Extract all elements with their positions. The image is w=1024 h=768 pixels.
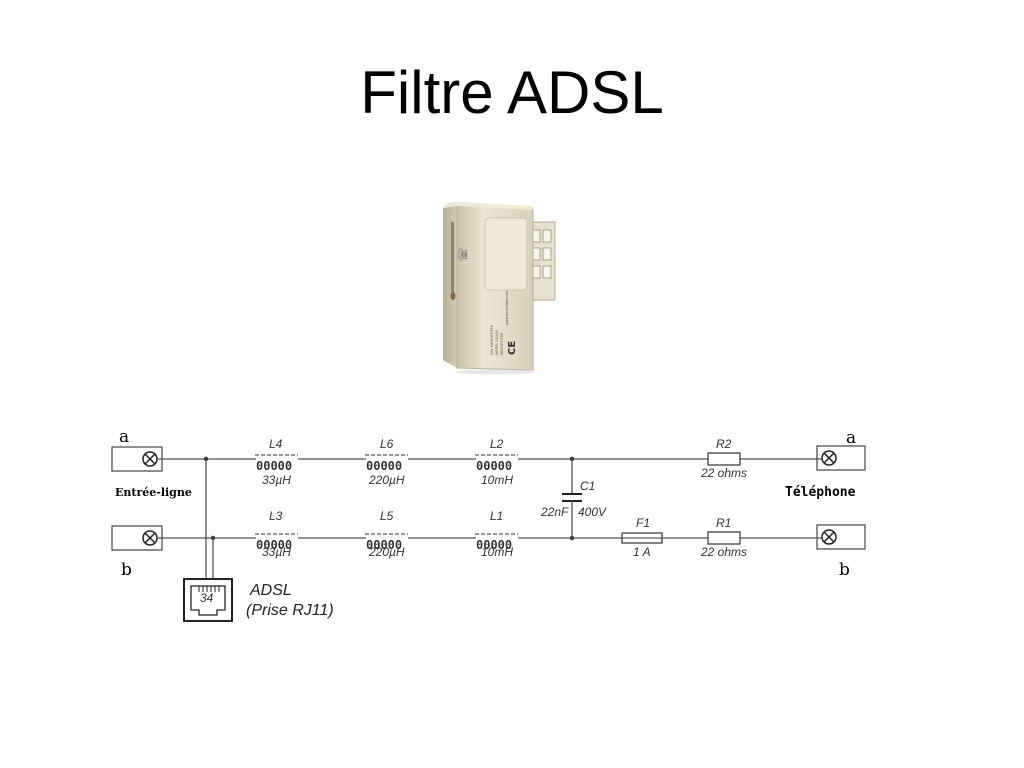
inductor-l3: 00000 — [255, 533, 298, 552]
telephone-label: Téléphone — [785, 485, 856, 500]
right-terminal-b — [816, 524, 866, 550]
left-terminal-b — [111, 525, 163, 551]
terminal-label-right-b: b — [839, 560, 850, 580]
r2-value: 22 ohms — [700, 466, 747, 480]
slide-title: Filtre ADSL — [360, 59, 664, 126]
r2-name: R2 — [716, 437, 732, 451]
resistor-r1 — [707, 531, 741, 545]
inductor-l4: 00000 — [255, 454, 298, 473]
inductor-l6-coil: 00000 — [366, 459, 402, 473]
inductor-l1: 00000 — [475, 533, 518, 552]
inductor-l3-coil: 00000 — [256, 538, 292, 552]
device-label-line4: www.microfilter.com — [505, 290, 509, 325]
fuse-f1 — [621, 532, 663, 544]
inductor-l1-coil: 00000 — [476, 538, 512, 552]
right-terminal-a — [816, 445, 866, 471]
adsl-filter-device-image: ☏ DSL MICROFILTER MODEL XXXXX MICROFILTE… — [443, 202, 556, 375]
terminal-label-left-a: a — [119, 427, 129, 447]
terminal-label-left-b: b — [121, 560, 132, 580]
f1-value: 1 A — [633, 545, 651, 559]
inductor-l4-coil: 00000 — [256, 459, 292, 473]
l1-name: L1 — [490, 509, 503, 523]
device-label-line1: DSL MICROFILTER — [490, 324, 494, 355]
l2-value: 10mH — [481, 473, 513, 487]
terminal-label-right-a: a — [846, 428, 856, 448]
r1-value: 22 ohms — [700, 545, 747, 559]
svg-text:☏: ☏ — [456, 247, 470, 262]
inductor-l5: 00000 — [365, 533, 408, 552]
inductor-l5-coil: 00000 — [366, 538, 402, 552]
c1-name: C1 — [580, 479, 595, 493]
adsl-label: ADSL — [249, 582, 292, 599]
rj11-pin-label: 34 — [200, 591, 214, 605]
l5-name: L5 — [380, 509, 394, 523]
l6-name: L6 — [380, 437, 394, 451]
l3-value: 33µH — [262, 545, 291, 559]
l5-value: 220µH — [368, 545, 405, 559]
c1-rating: 400V — [578, 505, 607, 519]
inductor-l2-coil: 00000 — [476, 459, 512, 473]
c1-value: 22nF — [540, 505, 569, 519]
l1-value: 10mH — [481, 545, 513, 559]
device-label-line3: MICROFILTER — [500, 332, 504, 355]
l3-name: L3 — [269, 509, 283, 523]
rj11-branch-wires — [203, 456, 216, 580]
inductor-l2: 00000 — [475, 454, 518, 473]
rj11-jack-icon — [183, 578, 233, 622]
l4-value: 33µH — [262, 473, 291, 487]
line-input-label: Entrée-ligne — [115, 486, 192, 499]
device-label-line2: MODEL XXXXX — [495, 329, 499, 355]
resistor-r2 — [707, 452, 741, 466]
capacitor-c1 — [562, 456, 582, 541]
adsl-sub-label: (Prise RJ11) — [246, 602, 334, 619]
left-terminal-a — [111, 446, 163, 472]
l4-name: L4 — [269, 437, 283, 451]
ce-mark: CE — [507, 341, 518, 355]
r1-name: R1 — [716, 516, 731, 530]
inductor-l6: 00000 — [365, 454, 408, 473]
l6-value: 220µH — [368, 473, 405, 487]
l2-name: L2 — [490, 437, 504, 451]
f1-name: F1 — [636, 516, 650, 530]
